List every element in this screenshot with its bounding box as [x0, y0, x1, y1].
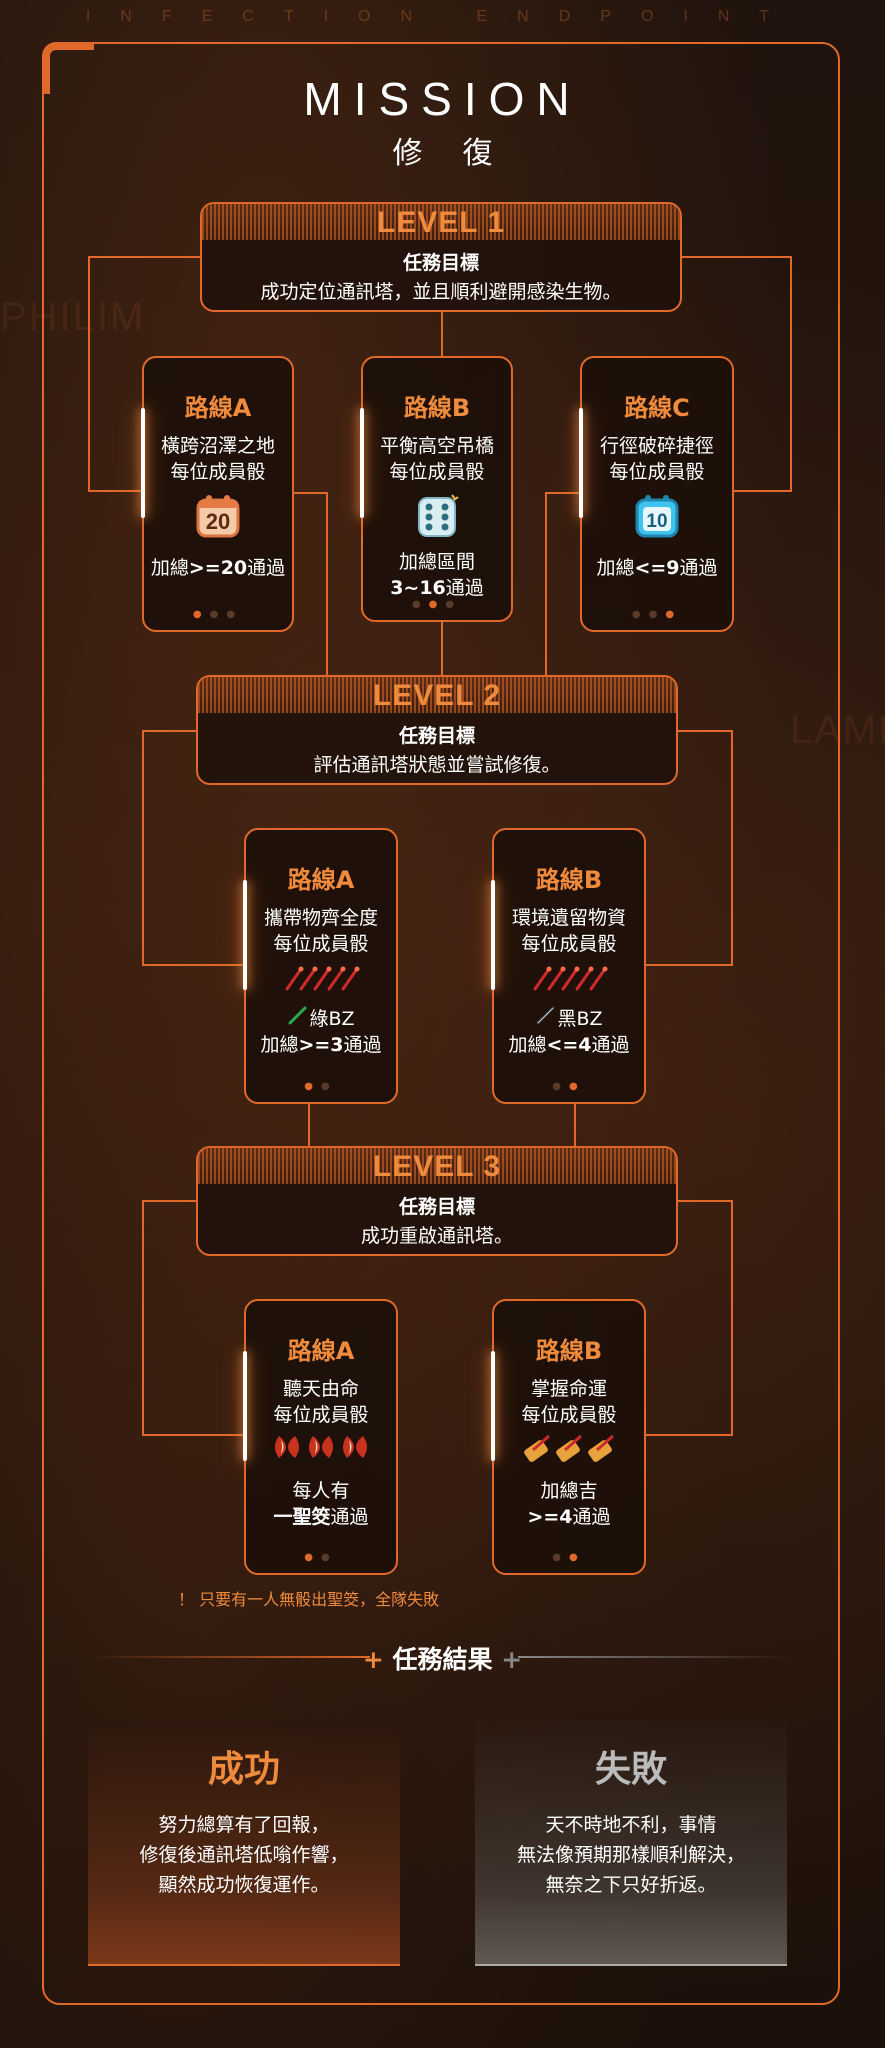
route-title: 路線B	[535, 1337, 603, 1365]
page-title: MISSION	[303, 73, 582, 125]
route-description: 平衡高空吊橋	[379, 435, 494, 457]
d20-dice-icon: 20	[144, 493, 292, 543]
failure-line: 天不時地不利，事情	[545, 1814, 717, 1836]
route-instruction: 每位成員骰	[521, 933, 617, 955]
result-divider-left	[88, 1656, 370, 1658]
success-line: 顯然成功恢復運作。	[158, 1874, 330, 1896]
level-1-objective: 成功定位通訊塔，並且順利避開感染生物。	[260, 281, 622, 303]
success-line: 努力總算有了回報，	[158, 1814, 330, 1836]
svg-text:10: 10	[646, 511, 667, 532]
level-3-route-a-card[interactable]: 路線A 聽天由命 每位成員骰 每人有 一聖筊通過 ●●	[243, 1299, 398, 1575]
route-instruction: 每位成員骰	[609, 461, 705, 483]
level-1-label: LEVEL 1	[376, 206, 506, 239]
green-stick-icon	[287, 1006, 309, 1030]
level-3-label: LEVEL 3	[372, 1150, 502, 1183]
moon-blocks-icon	[246, 1432, 396, 1466]
route-title: 路線B	[535, 866, 603, 894]
route-description: 橫跨沼澤之地	[160, 435, 275, 457]
route-instruction: 每位成員骰	[170, 461, 266, 483]
fortune-sticks-icon	[494, 1432, 644, 1468]
failure-panel: 失敗 天不時地不利，事情 無法像預期那樣順利解決， 無奈之下只好折返。	[475, 1720, 787, 1966]
failure-title: 失敗	[594, 1749, 667, 1790]
route-title: 路線A	[184, 394, 252, 422]
level-2-route-b-card[interactable]: 路線B 環境遺留物資 每位成員骰 黑BZ 加總<=4通過 ●●	[491, 828, 646, 1104]
route-title: 路線A	[287, 866, 355, 894]
background-text-left: PHILIM	[0, 295, 146, 339]
level-1-objective-heading: 任務目標	[402, 252, 479, 274]
page-subtitle: 修復	[392, 136, 533, 171]
svg-text:20: 20	[206, 509, 230, 534]
route-description: 攜帶物齊全度	[263, 907, 378, 929]
level-3-route-b-card[interactable]: 路線B 掌握命運 每位成員骰 加總吉 >=4通過 ●●	[491, 1299, 646, 1575]
result-heading: + 任務結果 +	[362, 1645, 523, 1674]
level-2-label: LEVEL 2	[372, 679, 502, 712]
success-line: 修復後通訊塔低嗡作響，	[139, 1844, 349, 1866]
level-2-box: LEVEL 2 任務目標 評估通訊塔狀態並嘗試修復。	[196, 675, 678, 785]
black-stick-icon	[535, 1006, 557, 1030]
level-1-route-c-card[interactable]: 路線C 行徑破碎捷徑 每位成員骰 10 加總<=9通過 ●●●	[579, 356, 734, 632]
route-description: 聽天由命	[282, 1378, 359, 1400]
route-title: 路線C	[624, 394, 690, 422]
header-strip: INFECTION ENDPOINT	[85, 8, 800, 25]
d6-dice-icon	[363, 493, 511, 543]
level-2-route-a-card[interactable]: 路線A 攜帶物齊全度 每位成員骰 綠BZ 加總>=3通過 ●●	[243, 828, 398, 1104]
background-text-right: LAMBD	[790, 708, 885, 752]
route-title: 路線B	[403, 394, 471, 422]
failure-line: 無奈之下只好折返。	[545, 1874, 717, 1896]
outer-frame	[42, 42, 840, 2005]
route-instruction: 每位成員骰	[273, 933, 369, 955]
level-3-box: LEVEL 3 任務目標 成功重啟通訊塔。	[196, 1146, 678, 1256]
frame-corner-accent	[42, 42, 94, 94]
red-sticks-icon	[246, 963, 396, 997]
level-2-objective: 評估通訊塔狀態並嘗試修復。	[313, 754, 561, 776]
failure-line: 無法像預期那樣順利解決，	[516, 1844, 745, 1866]
route-instruction: 每位成員骰	[521, 1404, 617, 1426]
route-description: 行徑破碎捷徑	[599, 435, 714, 457]
level-1-route-a-card[interactable]: 路線A 橫跨沼澤之地 每位成員骰 20 加總>=20通過 ●●●	[141, 356, 294, 632]
result-divider-right	[518, 1656, 790, 1658]
d10-dice-icon: 10	[582, 493, 732, 543]
success-panel: 成功 努力總算有了回報， 修復後通訊塔低嗡作響， 顯然成功恢復運作。	[88, 1720, 400, 1966]
warning-note: ！ 只要有一人無骰出聖筊，全隊失敗	[178, 1590, 440, 1609]
level-3-objective: 成功重啟通訊塔。	[360, 1225, 513, 1247]
route-instruction: 每位成員骰	[273, 1404, 369, 1426]
route-title: 路線A	[287, 1337, 355, 1365]
level-2-objective-heading: 任務目標	[398, 725, 475, 747]
success-title: 成功	[207, 1749, 280, 1790]
route-description: 掌握命運	[530, 1378, 607, 1400]
red-sticks-icon	[494, 963, 644, 997]
level-3-objective-heading: 任務目標	[398, 1196, 475, 1218]
level-1-box: LEVEL 1 任務目標 成功定位通訊塔，並且順利避開感染生物。	[200, 202, 682, 312]
route-instruction: 每位成員骰	[389, 461, 485, 483]
route-description: 環境遺留物資	[511, 907, 626, 929]
level-1-route-b-card[interactable]: 路線B 平衡高空吊橋 每位成員骰 加總區間 3~16通過 ●●●	[360, 356, 513, 622]
